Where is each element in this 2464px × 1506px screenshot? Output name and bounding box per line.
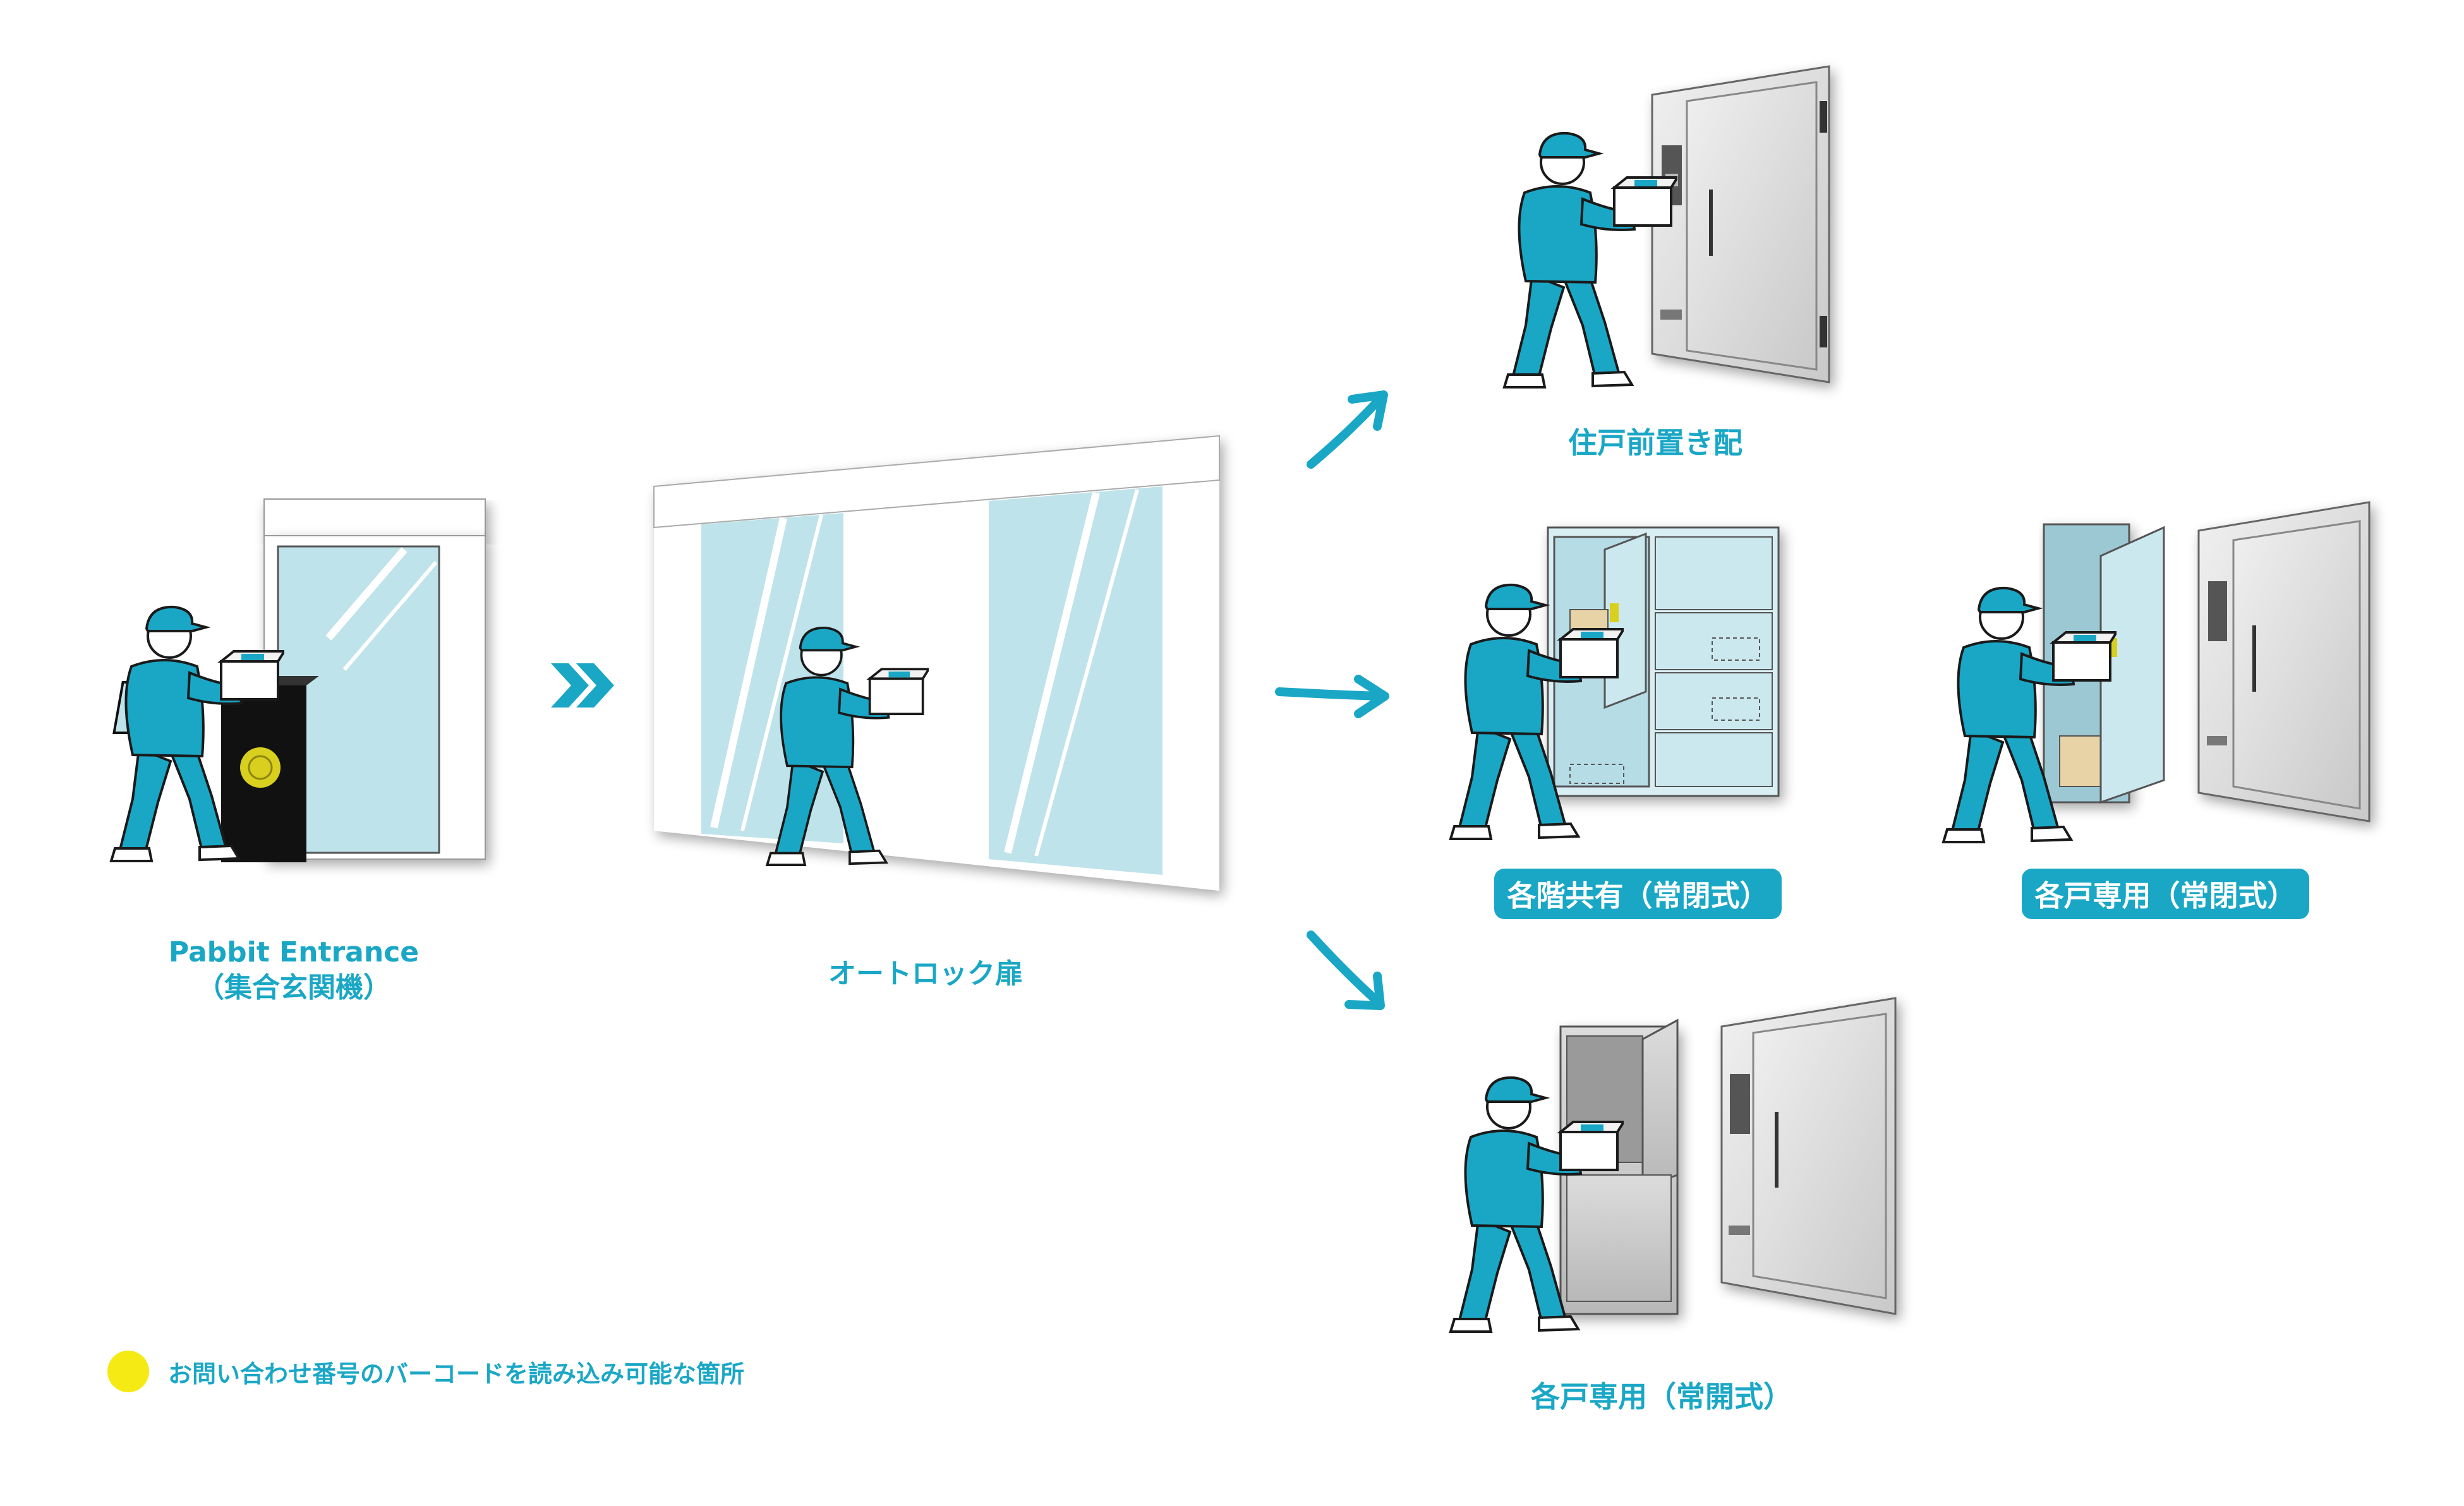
autolock-door-illustration [653,435,1220,891]
arrow-down-right-icon [1307,931,1385,1010]
front-door-illustration [1503,65,1830,389]
autolock-label: オートロック扉 [828,958,1023,990]
barcode-spot-legend-icon [107,1351,149,1392]
private-open-label: 各戸専用（常開式） [1531,1380,1792,1414]
shared-locker-label: 各階共有（常閉式） [1494,869,1782,919]
barcode-reader-spot [240,747,281,788]
chevron-right-icon [551,663,614,708]
arrow-up-right-icon [1307,390,1388,469]
private-open-illustration [1449,997,1897,1333]
entrance-label-line1: Pabbit Entrance [168,936,420,968]
entrance-label-line2: （集合玄関機） [196,972,391,1004]
legend: お問い合わせ番号のバーコードを読み込み可能な箇所 [107,1351,744,1392]
private-closed-illustration [1942,501,2370,843]
legend-text: お問い合わせ番号のバーコードを読み込み可能な箇所 [168,1359,745,1388]
front-door-label: 住戸前置き配 [1568,426,1742,460]
shared-locker-illustration [1449,526,1780,840]
arrow-right-icon [1275,675,1389,718]
entrance-label: Pabbit Entrance （集合玄関機） [152,935,436,1006]
private-closed-label: 各戸専用（常閉式） [2022,869,2309,919]
entrance-illustration [110,498,486,862]
